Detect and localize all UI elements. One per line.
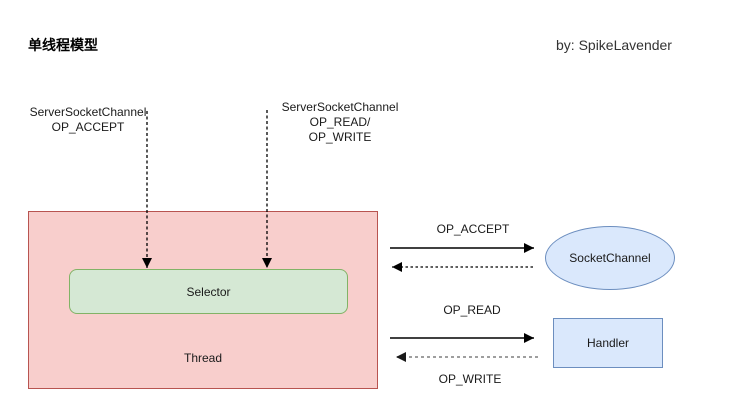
op-write-edge-label: OP_WRITE xyxy=(438,372,502,386)
thread-node: Selector Thread xyxy=(28,211,378,389)
annotation-line: OP_WRITE xyxy=(308,130,372,144)
annotation-line: OP_READ/ xyxy=(309,115,371,129)
thread-node-label: Thread xyxy=(183,351,223,365)
annotation-readwrite-registration: ServerSocketChannel OP_READ/ OP_WRITE xyxy=(270,100,410,145)
selector-node-label: Selector xyxy=(186,284,231,299)
diagram-title: 单线程模型 xyxy=(28,37,98,53)
op-read-edge-label: OP_READ xyxy=(443,303,501,317)
annotation-line: OP_ACCEPT xyxy=(51,120,125,134)
handler-node: Handler xyxy=(553,318,663,368)
selector-node: Selector xyxy=(69,269,348,314)
socketchannel-node: SocketChannel xyxy=(545,226,675,290)
author-byline: by: SpikeLavender xyxy=(556,37,672,53)
op-accept-edge-label: OP_ACCEPT xyxy=(436,222,510,236)
socketchannel-node-label: SocketChannel xyxy=(569,251,651,265)
handler-node-label: Handler xyxy=(586,336,630,350)
annotation-accept-registration: ServerSocketChannel OP_ACCEPT xyxy=(18,105,158,135)
annotation-line: ServerSocketChannel xyxy=(29,105,147,119)
annotation-line: ServerSocketChannel xyxy=(281,100,399,114)
